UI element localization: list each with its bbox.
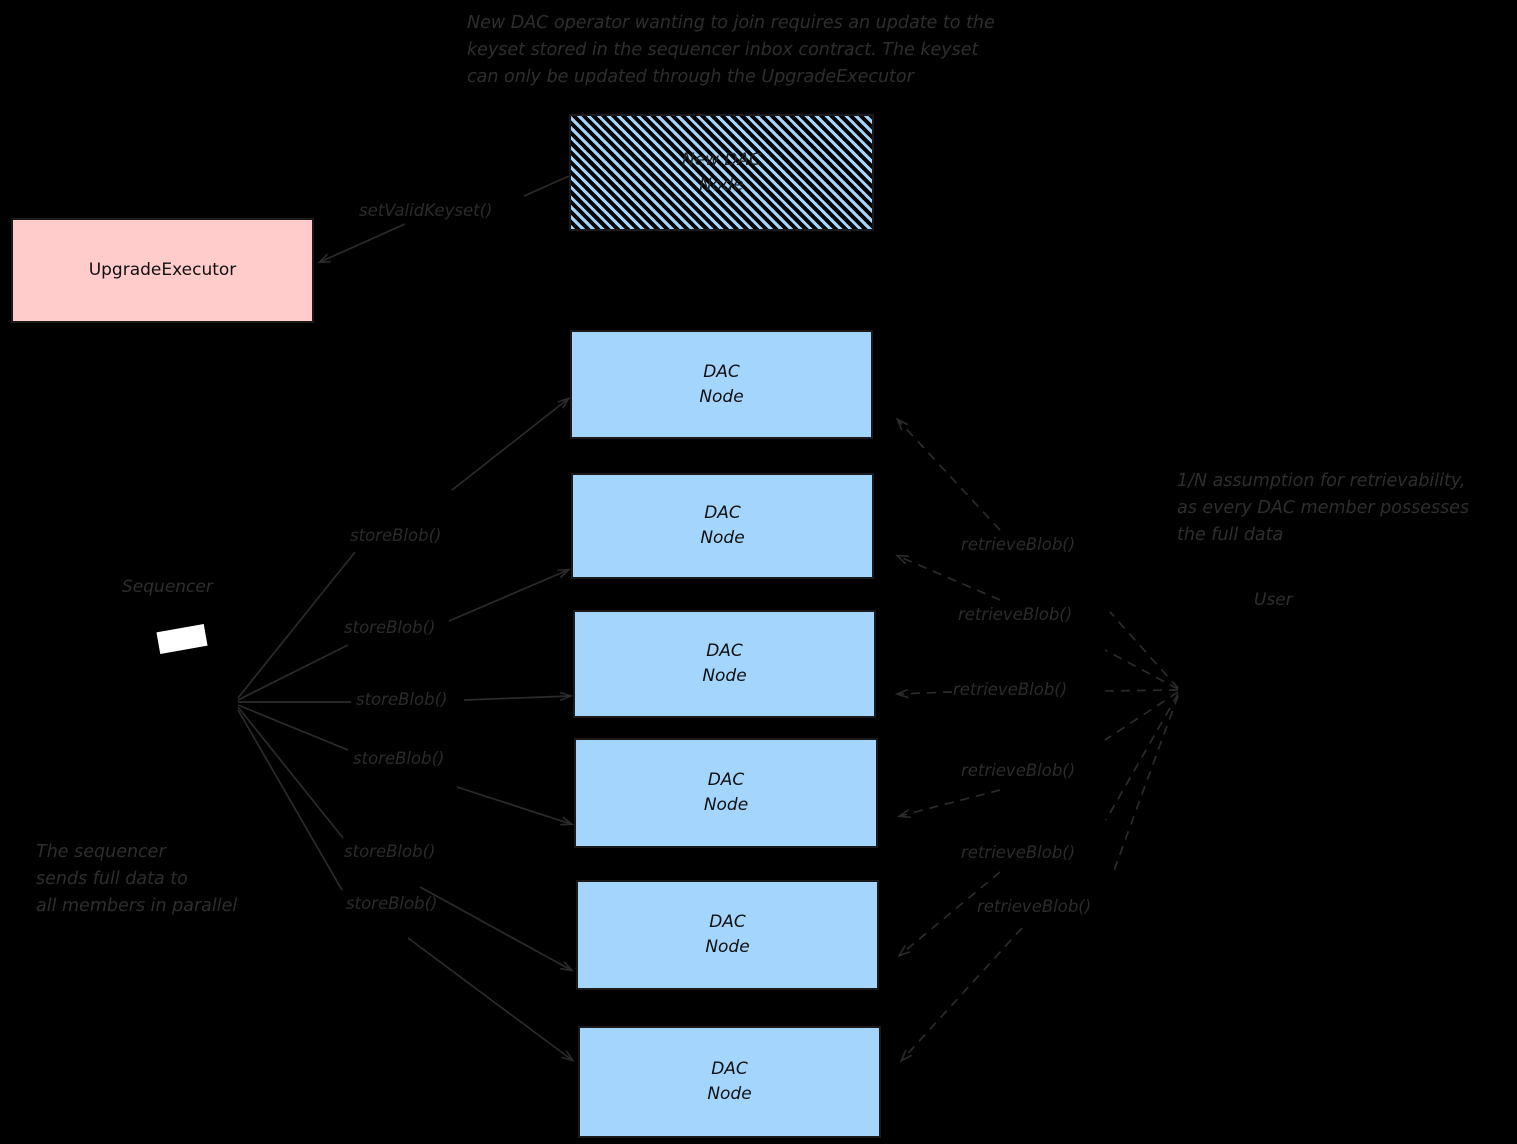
note-keyset: New DAC operator wanting to join require…: [467, 13, 995, 88]
dac-node-label-5: DAC Node: [705, 912, 750, 957]
user-label: User: [1254, 590, 1293, 610]
sequencer-label: Sequencer: [122, 577, 213, 597]
edge-label-store-blob-6: storeBlob(): [346, 894, 438, 913]
upgrade-executor-label: UpgradeExecutor: [88, 260, 237, 281]
edge-label-retrieve-blob-1: retrieveBlob(): [961, 535, 1076, 554]
dac-node-label-4: DAC Node: [703, 770, 749, 815]
upgrade-executor-box[interactable]: UpgradeExecutor: [11, 218, 314, 323]
edge-retrieve-blob-6: [902, 695, 1179, 1060]
edge-label-store-blob-1: storeBlob(): [350, 526, 442, 545]
edge-retrieve-blob-1: [898, 420, 1179, 689]
edge-label-retrieve-blob-6: retrieveBlob(): [977, 897, 1092, 916]
edge-label-set-valid-keyset: setValidKeyset(): [359, 201, 493, 220]
edge-store-blob-1: [237, 399, 568, 699]
edge-label-retrieve-blob-3: retrieveBlob(): [953, 680, 1068, 699]
dac-node-box-4[interactable]: DAC Node: [574, 738, 878, 848]
dac-node-box-5[interactable]: DAC Node: [576, 880, 879, 990]
dac-node-label-2: DAC Node: [700, 503, 745, 548]
dac-node-label-6: DAC Node: [707, 1059, 752, 1104]
edge-label-store-blob-4: storeBlob(): [353, 749, 445, 768]
note-retrievability: 1/N assumption for retrievability, as ev…: [1177, 471, 1470, 546]
new-dac-node-box[interactable]: New DAC Node: [569, 114, 874, 231]
edge-label-retrieve-blob-5: retrieveBlob(): [961, 843, 1076, 862]
dac-node-box-6[interactable]: DAC Node: [578, 1026, 881, 1138]
dac-node-box-1[interactable]: DAC Node: [570, 330, 873, 439]
edge-retrieve-blob-4: [900, 691, 1179, 816]
sequencer-icon: [156, 623, 208, 655]
edge-store-blob-5: [237, 706, 571, 970]
edge-label-store-blob-2: storeBlob(): [344, 618, 436, 637]
edge-label-store-blob-5: storeBlob(): [344, 842, 436, 861]
edge-label-retrieve-blob-4: retrieveBlob(): [961, 761, 1076, 780]
dac-node-box-3[interactable]: DAC Node: [573, 610, 876, 718]
dac-node-label-1: DAC Node: [699, 361, 744, 407]
dac-node-label-3: DAC Node: [702, 641, 747, 686]
note-sequencer-parallel: The sequencer sends full data to all mem…: [36, 842, 238, 917]
dac-node-box-2[interactable]: DAC Node: [571, 473, 874, 579]
edge-label-retrieve-blob-2: retrieveBlob(): [958, 605, 1073, 624]
new-dac-node-label: New DAC Node: [681, 149, 762, 195]
edge-label-store-blob-3: storeBlob(): [356, 690, 448, 709]
